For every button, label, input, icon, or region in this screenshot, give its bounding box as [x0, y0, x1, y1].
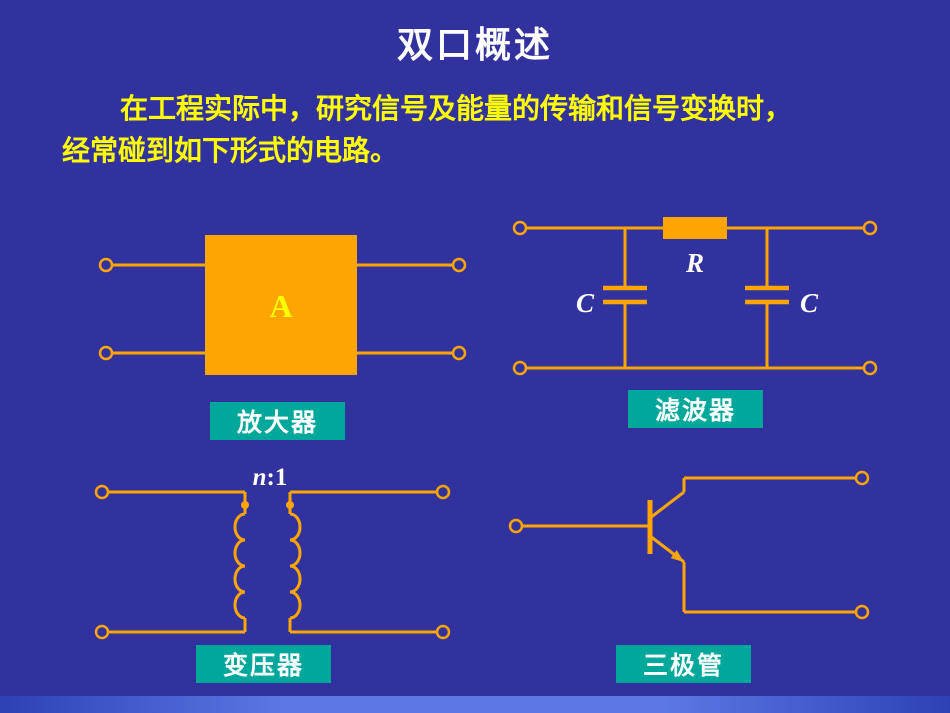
- polarity-dot-left: [241, 501, 249, 509]
- amplifier-diagram: A: [98, 235, 467, 375]
- transformer-primary: [108, 490, 249, 634]
- filter-label: 滤波器: [628, 390, 763, 428]
- transistor-base: [522, 500, 653, 554]
- capacitor-right: [745, 228, 789, 368]
- emitter-arrow: [670, 550, 684, 562]
- transistor-label: 三极管: [616, 645, 751, 683]
- filter-terminals: [512, 220, 878, 376]
- amplifier-terminals: [98, 257, 467, 361]
- filter-diagram: R C C: [512, 217, 878, 376]
- transformer-ratio-label: n:1: [225, 464, 315, 492]
- polarity-dot-right: [286, 501, 294, 509]
- transformer-diagram: [94, 484, 451, 640]
- amplifier-label: 放大器: [210, 402, 345, 440]
- footer-bar: [0, 696, 950, 713]
- ratio-rest: :1: [266, 464, 288, 491]
- transformer-secondary: [286, 490, 437, 634]
- slide-title: 双口概述: [396, 25, 553, 65]
- capacitor-left-label: C: [576, 288, 595, 318]
- body-line-2: 经常碰到如下形式的电路。: [62, 135, 399, 166]
- amplifier-wires: [112, 263, 453, 355]
- body-line-1: 在工程实际中，研究信号及能量的传输和信号变换时，: [120, 93, 793, 124]
- resistor-box: [663, 217, 727, 239]
- amplifier-symbol: A: [269, 288, 292, 324]
- transformer-label: 变压器: [196, 645, 331, 683]
- amplifier-box: [205, 235, 357, 375]
- body-text: 在工程实际中，研究信号及能量的传输和信号变换时， 经常碰到如下形式的电路。: [62, 88, 902, 172]
- transistor-collector: [649, 476, 856, 520]
- ratio-n: n: [252, 464, 267, 491]
- resistor-label: R: [685, 248, 704, 278]
- transistor-terminals: [508, 470, 870, 620]
- capacitor-left: [603, 228, 647, 368]
- transformer-terminals: [94, 484, 451, 640]
- capacitor-right-label: C: [800, 288, 819, 318]
- transistor-emitter: [649, 534, 856, 614]
- transistor-diagram: [508, 470, 870, 620]
